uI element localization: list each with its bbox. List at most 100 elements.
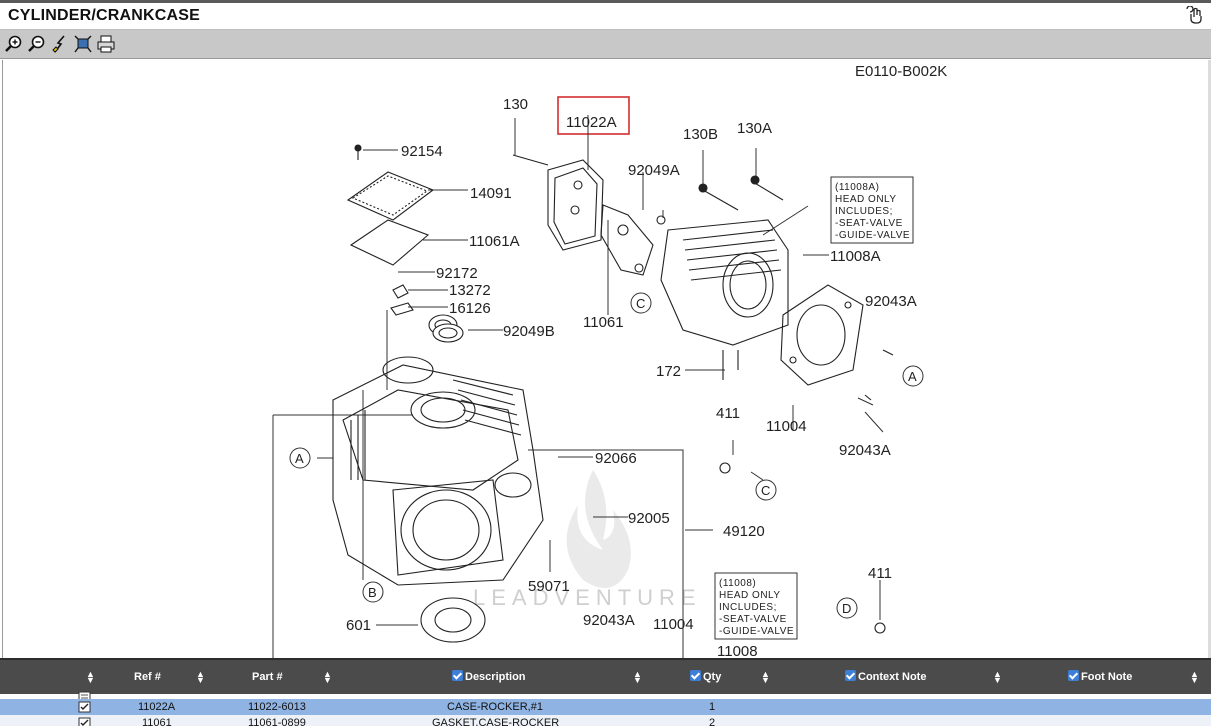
callout-92043a[interactable]: 92043A	[839, 442, 891, 459]
ref-letter: D	[842, 601, 851, 616]
add-to-cart-icon[interactable]	[78, 701, 91, 713]
cell-ref: 11022A	[138, 701, 176, 713]
callout-172[interactable]: 172	[656, 363, 681, 380]
callout-59071[interactable]: 59071	[528, 578, 570, 595]
note-11008-line: -GUIDE-VALVE	[719, 626, 794, 637]
callout-11004[interactable]: 11004	[766, 418, 807, 435]
column-foot-note-label: Foot Note	[1081, 671, 1133, 683]
note-11008a-line: -SEAT-VALVE	[835, 218, 903, 229]
diagram-canvas: E0110-B002K LEADVENTURE (11008A) HEAD ON…	[272, 63, 947, 658]
help-pointer-icon[interactable]	[1185, 6, 1205, 26]
description-checkbox[interactable]	[452, 670, 463, 681]
callout-92066[interactable]: 92066	[595, 450, 637, 467]
note-11008a-line: (11008A)	[835, 182, 879, 193]
ref-letter: A	[295, 451, 304, 466]
callout-11004[interactable]: 11004	[653, 616, 694, 633]
ref-letter: B	[368, 585, 377, 600]
sort-arrows-icon[interactable]: ▲▼	[1190, 669, 1199, 685]
fit-icon[interactable]	[73, 34, 93, 54]
foot-note-checkbox[interactable]	[1068, 670, 1079, 681]
add-to-cart-icon[interactable]	[78, 717, 91, 726]
callout-130[interactable]: 130	[503, 96, 528, 113]
diagram-toolbar	[0, 30, 1211, 59]
zoom-in-icon[interactable]	[4, 34, 24, 54]
cell-description: CASE-ROCKER,#1	[447, 701, 543, 713]
rocker-case-drawing	[512, 154, 654, 276]
callout-92005[interactable]: 92005	[628, 510, 670, 527]
watermark-text: LEADVENTURE	[473, 585, 702, 610]
note-box-11008	[714, 572, 798, 640]
column-part-label: Part #	[252, 671, 283, 683]
print-icon[interactable]	[96, 34, 116, 54]
callout-13272[interactable]: 13272	[449, 282, 491, 299]
sort-arrows-icon[interactable]: ▲▼	[323, 669, 332, 685]
callout-11061[interactable]: 11061	[583, 314, 624, 331]
table-row[interactable]: 11022A 11022-6013 CASE-ROCKER,#1 1	[0, 699, 1211, 715]
crankcase-drawing	[332, 314, 544, 643]
sort-arrows-icon[interactable]: ▲▼	[633, 669, 642, 685]
cell-ref: 11061	[142, 717, 172, 726]
callout-11008a[interactable]: 11008A	[830, 248, 881, 265]
diagram-scrollbar[interactable]	[1208, 60, 1211, 658]
parts-grid-body: 11022A 11022-6013 CASE-ROCKER,#1 1 11061…	[0, 691, 1211, 726]
qty-checkbox[interactable]	[690, 670, 701, 681]
sort-arrows-icon[interactable]: ▲▼	[761, 669, 770, 685]
note-11008a-line: HEAD ONLY	[835, 194, 897, 205]
callout-16126[interactable]: 16126	[449, 300, 491, 317]
note-11008a-line: INCLUDES;	[835, 206, 893, 217]
note-11008-line: HEAD ONLY	[719, 590, 781, 601]
callout-92049a[interactable]: 92049A	[628, 162, 680, 179]
cover-gasket-drawing	[346, 144, 464, 343]
column-qty-label: Qty	[703, 671, 722, 683]
callout-130b[interactable]: 130B	[683, 126, 718, 143]
cell-description: GASKET,CASE-ROCKER	[432, 717, 560, 726]
callout-92049b[interactable]: 92049B	[503, 323, 555, 340]
exploded-parts-diagram[interactable]: E0110-B002K LEADVENTURE (11008A) HEAD ON…	[2, 60, 1208, 658]
parts-grid-header: ▲▼ Ref # ▲▼ Part # ▲▼ Description ▲▼ Qty…	[0, 658, 1211, 694]
callout-130a[interactable]: 130A	[737, 120, 772, 137]
ref-letter: C	[636, 296, 645, 311]
cell-qty: 2	[709, 717, 716, 726]
head-gasket-drawing	[719, 284, 894, 634]
window-title: CYLINDER/CRANKCASE	[8, 7, 201, 24]
ref-letter: C	[761, 483, 770, 498]
callout-92043a[interactable]: 92043A	[865, 293, 917, 310]
group-bracket-lines	[272, 115, 884, 658]
highlight-box-11022a[interactable]	[557, 96, 630, 135]
note-11008-line: -SEAT-VALVE	[719, 614, 787, 625]
callout-49120[interactable]: 49120	[723, 523, 765, 540]
callout-411[interactable]: 411	[716, 405, 740, 422]
callout-labels: 130 11022A 130B 130A 92154 14091 92049A …	[346, 96, 917, 658]
context-note-checkbox[interactable]	[845, 670, 856, 681]
note-11008-line: (11008)	[719, 578, 756, 589]
column-description-label: Description	[465, 671, 526, 683]
callout-11061a[interactable]: 11061A	[469, 233, 520, 250]
callout-601[interactable]: 601	[346, 617, 371, 634]
highlight-icon[interactable]	[50, 34, 70, 54]
column-context-note-label: Context Note	[858, 671, 927, 683]
callout-92172[interactable]: 92172	[436, 265, 478, 282]
column-ref-label: Ref #	[134, 671, 161, 683]
reference-letters: A B C A C D	[289, 292, 924, 619]
callout-92043a[interactable]: 92043A	[583, 612, 635, 629]
watermark-flame-icon	[566, 470, 631, 588]
callout-14091[interactable]: 14091	[470, 185, 512, 202]
note-11008a-line: -GUIDE-VALVE	[835, 230, 910, 241]
zoom-out-icon[interactable]	[27, 34, 47, 54]
cylinder-head-drawing	[634, 175, 789, 380]
diagram-code: E0110-B002K	[855, 63, 947, 80]
table-row[interactable]: 11061 11061-0899 GASKET,CASE-ROCKER 2	[0, 715, 1211, 726]
cell-part[interactable]: 11022-6013	[248, 701, 306, 713]
sort-arrows-icon[interactable]: ▲▼	[993, 669, 1002, 685]
callout-11022a[interactable]: 11022A	[566, 114, 617, 131]
note-box-11008a	[830, 176, 914, 244]
callout-11008[interactable]: 11008	[717, 643, 758, 658]
title-bar: CYLINDER/CRANKCASE	[0, 0, 1211, 30]
callout-411[interactable]: 411	[868, 565, 892, 582]
sort-arrows-icon[interactable]: ▲▼	[86, 669, 95, 685]
callout-92154[interactable]: 92154	[401, 143, 443, 160]
cell-part[interactable]: 11061-0899	[248, 717, 306, 726]
ref-letter: A	[908, 369, 917, 384]
sort-arrows-icon[interactable]: ▲▼	[196, 669, 205, 685]
